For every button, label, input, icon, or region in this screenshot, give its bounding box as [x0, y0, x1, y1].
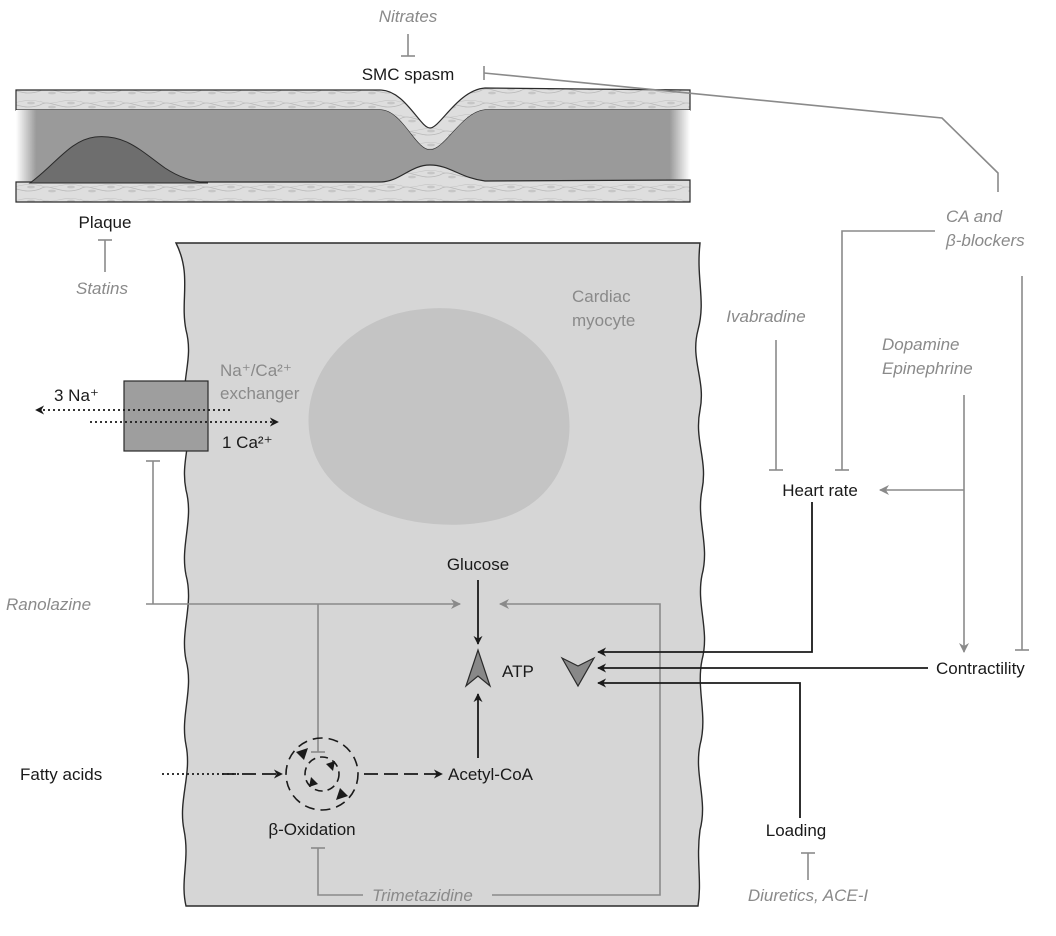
exchanger-label-line1: Na⁺/Ca²⁺ [220, 361, 292, 380]
cardiac-myocyte-label-line2: myocyte [572, 311, 635, 330]
ca-beta-blockers-label-line1: CA and [946, 207, 1003, 226]
statins-label: Statins [76, 279, 128, 298]
contractility-label: Contractility [936, 659, 1025, 678]
ivabradine-label: Ivabradine [726, 307, 805, 326]
diuretics-ace-label: Diuretics, ACE-I [748, 886, 869, 905]
na-out-label: 3 Na⁺ [54, 386, 99, 405]
acetyl-coa-label: Acetyl-CoA [448, 765, 534, 784]
beta-oxidation-label: β-Oxidation [268, 820, 355, 839]
epinephrine-label: Epinephrine [882, 359, 973, 378]
exchanger-label-line2: exchanger [220, 384, 300, 403]
ca-in-label: 1 Ca²⁺ [222, 433, 273, 452]
smc-spasm-label: SMC spasm [362, 65, 455, 84]
ca-beta-blockers-label-line2: β-blockers [945, 231, 1025, 250]
glucose-label: Glucose [447, 555, 509, 574]
na-ca-exchanger-box [124, 381, 208, 451]
ranolazine-label: Ranolazine [6, 595, 91, 614]
plaque-label: Plaque [79, 213, 132, 232]
atp-label: ATP [502, 662, 534, 681]
coronary-vessel [16, 88, 690, 202]
nucleus [308, 308, 569, 525]
dopamine-label: Dopamine [882, 335, 960, 354]
fatty-acids-label: Fatty acids [20, 765, 102, 784]
heart-rate-label: Heart rate [782, 481, 858, 500]
loading-label: Loading [766, 821, 827, 840]
cardiac-myocyte-label-line1: Cardiac [572, 287, 631, 306]
nitrates-label: Nitrates [379, 7, 438, 26]
trimetazidine-label: Trimetazidine [372, 886, 473, 905]
